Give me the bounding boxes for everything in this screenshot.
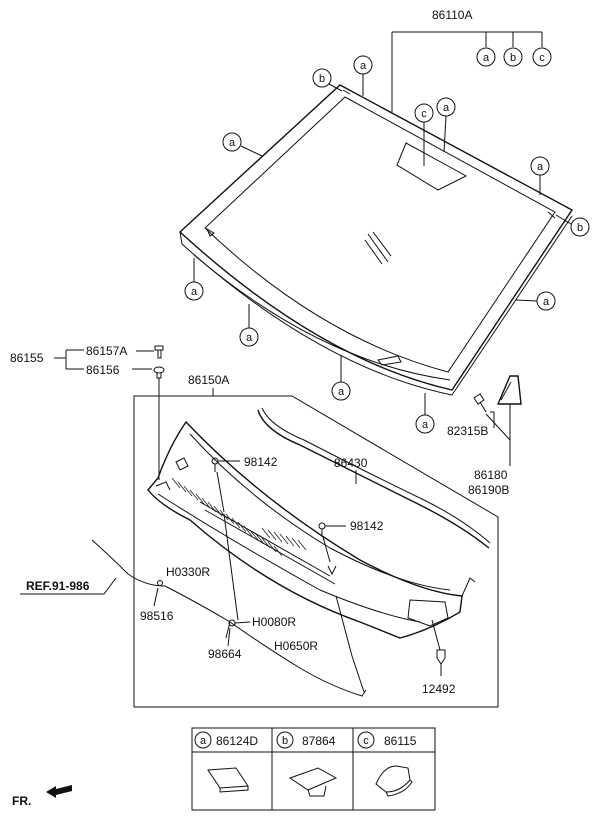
label-garnish-lh: 86180 [474, 468, 508, 482]
hose2-leader [234, 621, 251, 624]
label-hose-2: H0080R [252, 615, 296, 629]
legend-c-part: 86115 [384, 734, 417, 748]
label-cowl-seal: 86430 [334, 456, 368, 470]
svg-text:a: a [246, 332, 253, 344]
marker-a-glass-right: a [515, 291, 556, 311]
marker-a-glass-bottom-left: a [239, 304, 259, 347]
svg-text:a: a [191, 286, 198, 298]
marker-a-glass-lower-left: a [184, 258, 204, 301]
svg-text:a: a [543, 296, 550, 308]
washer-hose [91, 513, 367, 697]
label-screw-2: 98142 [350, 519, 384, 533]
legend-b-part: 87864 [302, 734, 336, 748]
legend-a-drawing [207, 767, 249, 793]
label-bolt: 86157A [86, 344, 127, 358]
clip-82315b [473, 393, 487, 413]
marker-a-top: a [476, 47, 496, 67]
legend-a-part: 86124D [216, 734, 258, 748]
svg-text:a: a [229, 137, 236, 149]
label-screw-1: 98142 [244, 455, 278, 469]
svg-text:b: b [510, 52, 516, 64]
svg-text:a: a [483, 52, 490, 64]
cowl-top-cover [147, 420, 476, 639]
svg-text:a: a [360, 60, 367, 72]
label-clip-assembly: 86155 [10, 351, 44, 365]
legend-c-marker: c [357, 731, 375, 749]
marker-a-glass-upper: a [436, 97, 456, 153]
marker-c-glass: c [414, 103, 434, 166]
connector-leader [227, 627, 231, 647]
svg-text:b: b [282, 735, 288, 747]
label-grommet: 86156 [86, 363, 120, 377]
windshield-callout-lines [391, 31, 543, 112]
legend-b-marker: b [276, 731, 294, 749]
marker-a-glass-bottom: a [331, 356, 351, 401]
marker-a-glass-top: a [353, 55, 373, 96]
label-windshield-glass: 86110A [432, 8, 472, 22]
label-reference: REF.91-986 [26, 579, 90, 593]
legend-b-drawing [288, 767, 338, 797]
svg-text:a: a [200, 735, 207, 747]
front-arrow-icon [46, 785, 72, 798]
screw-1 [211, 457, 240, 513]
label-fastener: 12492 [422, 682, 456, 696]
marker-c-top: c [532, 47, 552, 67]
marker-a-glass-left: a [222, 132, 263, 157]
svg-text:a: a [338, 386, 345, 398]
legend-a-marker: a [194, 731, 212, 749]
label-cowl-top-cover: 86150A [188, 373, 229, 387]
label-garnish-rh: 86190B [468, 483, 509, 497]
svg-text:b: b [577, 222, 583, 234]
garnish-leader [485, 404, 511, 466]
marker-b-glass-right: b [555, 214, 590, 237]
svg-text:c: c [363, 735, 369, 747]
label-hose-1: H0330R [166, 565, 210, 579]
svg-text:c: c [421, 108, 427, 120]
label-front: FR. [12, 794, 31, 808]
label-hose-3: H0650R [274, 639, 318, 653]
legend-table [191, 727, 436, 811]
label-connector: 98664 [208, 647, 242, 661]
svg-text:a: a [537, 161, 544, 173]
marker-b-glass-left: b [312, 68, 343, 92]
label-washer-nozzle: 98516 [140, 609, 174, 623]
svg-text:b: b [319, 73, 325, 85]
reference-leader [20, 577, 117, 595]
legend-c-drawing [375, 765, 413, 797]
svg-text:a: a [422, 419, 429, 431]
label-clip: 82315B [447, 424, 488, 438]
clip-callout: 86155 86157A 86156 [10, 344, 165, 480]
windshield-glass [178, 84, 574, 396]
screw-2 [318, 522, 346, 576]
vent-grille-center [261, 527, 307, 551]
marker-a-glass-bottom-right: a [415, 393, 435, 434]
nozzle-leader [153, 587, 159, 607]
cowl-seal [257, 407, 491, 549]
marker-b-top: b [503, 47, 523, 67]
marker-a-glass-right-top: a [530, 156, 550, 195]
svg-text:a: a [443, 102, 450, 114]
svg-text:c: c [539, 52, 545, 64]
fastener [431, 619, 446, 676]
cowl-box [133, 395, 499, 708]
garnish [496, 375, 522, 405]
